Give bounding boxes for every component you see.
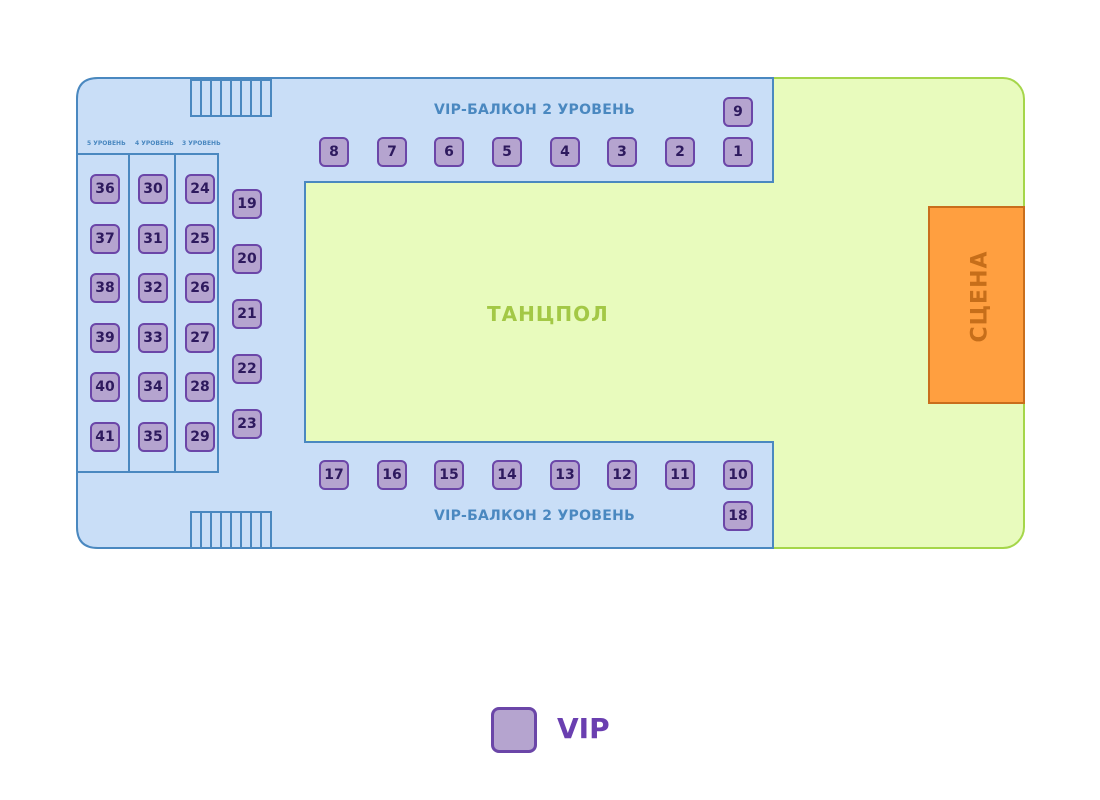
table-10[interactable]: 10 [723,460,753,490]
table-5[interactable]: 5 [492,137,522,167]
table-7[interactable]: 7 [377,137,407,167]
table-29[interactable]: 29 [185,422,215,452]
table-33[interactable]: 33 [138,323,168,353]
table-12[interactable]: 12 [607,460,637,490]
table-16[interactable]: 16 [377,460,407,490]
table-23[interactable]: 23 [232,409,262,439]
table-14[interactable]: 14 [492,460,522,490]
table-8[interactable]: 8 [319,137,349,167]
table-38[interactable]: 38 [90,273,120,303]
table-9[interactable]: 9 [723,97,753,127]
stairs-bottom [190,511,272,549]
level-4-label: 4 УРОВЕНЬ [135,140,174,147]
table-6[interactable]: 6 [434,137,464,167]
level-3-label: 3 УРОВЕНЬ [182,140,221,147]
table-22[interactable]: 22 [232,354,262,384]
stage [928,206,1025,404]
legend-vip-swatch [491,707,537,753]
table-39[interactable]: 39 [90,323,120,353]
table-41[interactable]: 41 [90,422,120,452]
table-19[interactable]: 19 [232,189,262,219]
table-3[interactable]: 3 [607,137,637,167]
stage-label: СЦЕНА [967,250,993,343]
table-18[interactable]: 18 [723,501,753,531]
table-13[interactable]: 13 [550,460,580,490]
table-27[interactable]: 27 [185,323,215,353]
table-17[interactable]: 17 [319,460,349,490]
level-5-label: 5 УРОВЕНЬ [87,140,126,147]
table-1[interactable]: 1 [723,137,753,167]
vip-balcony-bottom-label: VIP-БАЛКОН 2 УРОВЕНЬ [434,508,636,524]
vip-balcony-top-label: VIP-БАЛКОН 2 УРОВЕНЬ [434,102,636,118]
table-21[interactable]: 21 [232,299,262,329]
stairs-top [190,79,272,117]
table-31[interactable]: 31 [138,224,168,254]
legend-vip-label: VIP [557,712,610,745]
table-28[interactable]: 28 [185,372,215,402]
table-40[interactable]: 40 [90,372,120,402]
table-15[interactable]: 15 [434,460,464,490]
table-20[interactable]: 20 [232,244,262,274]
table-2[interactable]: 2 [665,137,695,167]
table-26[interactable]: 26 [185,273,215,303]
table-30[interactable]: 30 [138,174,168,204]
table-34[interactable]: 34 [138,372,168,402]
table-25[interactable]: 25 [185,224,215,254]
level-3-section [174,153,219,473]
table-35[interactable]: 35 [138,422,168,452]
dancefloor-label: ТАНЦПОЛ [487,302,609,326]
table-36[interactable]: 36 [90,174,120,204]
table-24[interactable]: 24 [185,174,215,204]
table-37[interactable]: 37 [90,224,120,254]
table-32[interactable]: 32 [138,273,168,303]
table-4[interactable]: 4 [550,137,580,167]
table-11[interactable]: 11 [665,460,695,490]
